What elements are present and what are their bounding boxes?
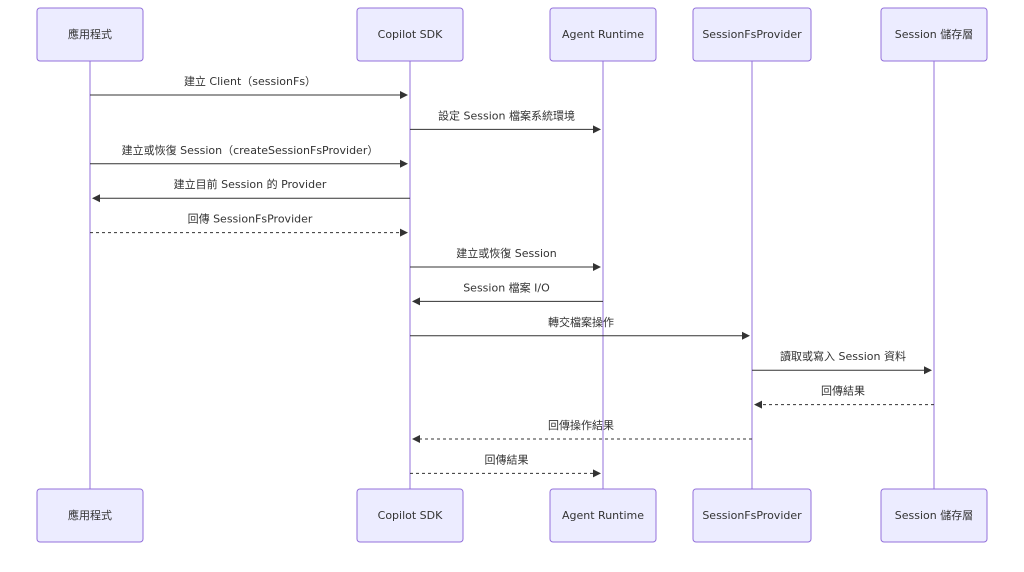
message-label: 建立或恢復 Session [456, 246, 556, 260]
participant-box [880, 7, 988, 62]
participant-storage-bottom: Session 儲存層 [880, 488, 988, 543]
message-label: 建立目前 Session 的 Provider [174, 177, 327, 191]
message-label: 轉交檔案操作 [548, 315, 614, 329]
participant-runtime-top: Agent Runtime [549, 7, 657, 62]
participant-label: 應用程式 [68, 508, 112, 522]
message-label: Session 檔案 I/O [463, 280, 550, 294]
message-10: 回傳結果 [754, 384, 934, 409]
arrowhead-icon [400, 228, 408, 237]
message-label: 回傳結果 [485, 452, 529, 466]
message-11: 回傳操作結果 [412, 418, 752, 443]
participant-runtime-bottom: Agent Runtime [549, 488, 657, 543]
messages: 建立 Client（sessionFs）設定 Session 檔案系統環境建立或… [90, 74, 934, 478]
participant-box [36, 7, 144, 62]
participant-box [549, 488, 657, 543]
message-1: 建立 Client（sessionFs） [90, 74, 408, 99]
arrowhead-icon [593, 469, 601, 478]
message-12: 回傳結果 [410, 452, 601, 478]
actors-top: 應用程式 Copilot SDK Agent Runtime SessionFsPro… [36, 7, 988, 62]
actors-bottom: 應用程式 Copilot SDK Agent Runtime SessionFsPro… [36, 488, 988, 543]
participant-box [36, 488, 144, 543]
participant-label: Agent Runtime [562, 509, 644, 522]
participant-label: Session 儲存層 [895, 27, 973, 41]
participant-label: Agent Runtime [562, 28, 644, 41]
participant-box [692, 7, 812, 62]
participant-label: SessionFsProvider [702, 509, 802, 522]
participant-provider-bottom: SessionFsProvider [692, 488, 812, 543]
arrowhead-icon [92, 194, 100, 203]
participant-app-bottom: 應用程式 [36, 488, 144, 543]
arrowhead-icon [400, 91, 408, 99]
participant-label: 應用程式 [68, 27, 112, 41]
message-label: 回傳結果 [821, 384, 865, 398]
lifelines [89, 61, 935, 489]
participant-box [880, 488, 988, 543]
participant-sdk-bottom: Copilot SDK [356, 488, 464, 543]
message-4: 建立目前 Session 的 Provider [92, 177, 410, 203]
arrowhead-icon [593, 263, 601, 271]
message-9: 讀取或寫入 Session 資料 [752, 349, 932, 375]
arrowhead-icon [924, 366, 932, 375]
participant-label: Copilot SDK [378, 509, 443, 522]
message-label: 設定 Session 檔案系統環境 [438, 108, 575, 122]
message-label: 回傳 SessionFsProvider [188, 213, 313, 226]
arrowhead-icon [412, 297, 420, 306]
participant-label: Session 儲存層 [895, 508, 973, 522]
arrowhead-icon [754, 400, 762, 409]
participant-storage-top: Session 儲存層 [880, 7, 988, 62]
message-2: 設定 Session 檔案系統環境 [410, 108, 601, 134]
arrowhead-icon [400, 159, 408, 168]
message-label: 建立或恢復 Session（createSessionFsProvider） [122, 143, 379, 157]
participant-label: Copilot SDK [378, 28, 443, 41]
message-5: 回傳 SessionFsProvider [90, 213, 408, 237]
message-8: 轉交檔案操作 [410, 315, 750, 340]
participant-app-top: 應用程式 [36, 7, 144, 62]
arrowhead-icon [412, 435, 420, 443]
participant-box [549, 7, 657, 62]
arrowhead-icon [742, 331, 750, 340]
message-label: 讀取或寫入 Session 資料 [780, 349, 906, 363]
arrowhead-icon [593, 125, 601, 134]
message-label: 回傳操作結果 [548, 418, 614, 432]
message-label: 建立 Client（sessionFs） [184, 74, 316, 88]
message-7: Session 檔案 I/O [412, 280, 603, 306]
message-3: 建立或恢復 Session（createSessionFsProvider） [90, 143, 408, 168]
participant-box [356, 7, 464, 62]
participant-provider-top: SessionFsProvider [692, 7, 812, 62]
message-6: 建立或恢復 Session [410, 246, 601, 271]
participant-box [692, 488, 812, 543]
participant-sdk-top: Copilot SDK [356, 7, 464, 62]
participant-label: SessionFsProvider [702, 28, 802, 41]
participant-box [356, 488, 464, 543]
